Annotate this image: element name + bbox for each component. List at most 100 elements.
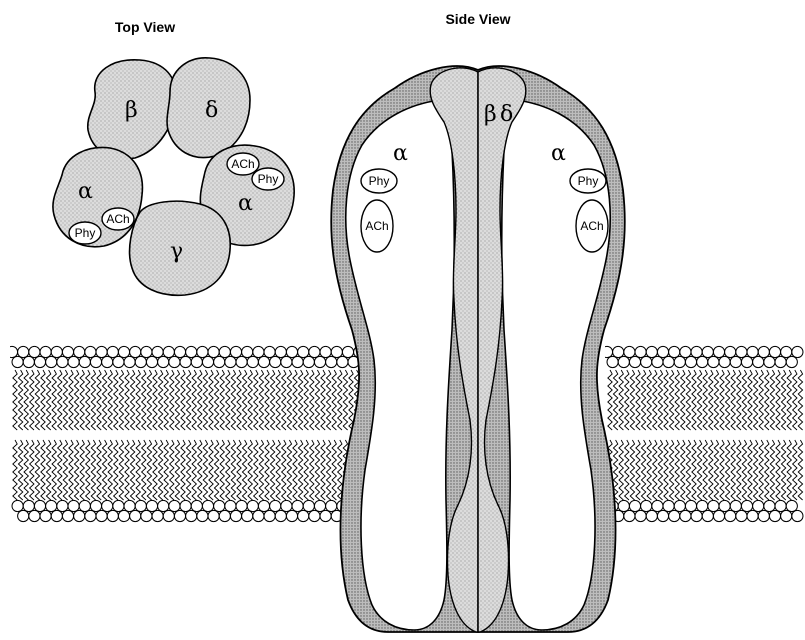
lipid-head: [275, 346, 286, 357]
lipid-tail: [220, 440, 224, 500]
lipid-tail: [254, 440, 258, 500]
lipid-head: [29, 510, 40, 521]
lipid-head: [719, 500, 730, 511]
lipid-tail: [287, 440, 291, 500]
top-view-title: Top View: [115, 19, 175, 35]
lipid-tail: [91, 440, 95, 500]
top-phy-left-label: Phy: [75, 226, 96, 240]
lipid-head: [713, 346, 724, 357]
lipid-tail: [13, 440, 17, 500]
side-view-title: Side View: [445, 11, 510, 27]
lipid-tail: [287, 370, 291, 430]
lipid-head: [191, 356, 202, 367]
lipid-tail: [130, 440, 134, 500]
lipid-tail: [30, 370, 34, 430]
lipid-tail: [703, 370, 707, 430]
lipid-head: [258, 356, 269, 367]
lipid-head: [68, 356, 79, 367]
top-phy-right-label: Phy: [258, 172, 279, 186]
lipid-tail: [198, 370, 202, 430]
lipid-tail: [332, 370, 336, 430]
lipid-head: [242, 510, 253, 521]
lipid-head: [258, 500, 269, 511]
lipid-tail: [142, 440, 146, 500]
lipid-tail: [720, 370, 724, 430]
lipid-tail: [97, 440, 101, 500]
lipid-head: [792, 510, 803, 521]
lipid-tail: [658, 440, 662, 500]
lipid-tail: [80, 370, 84, 430]
lipid-tail: [74, 370, 78, 430]
lipid-head: [197, 510, 208, 521]
lipid-tail: [349, 370, 353, 430]
lipid-tail: [310, 440, 314, 500]
lipid-head: [629, 356, 640, 367]
lipid-head: [657, 510, 668, 521]
lipid-tail: [731, 440, 735, 500]
lipid-tail: [114, 440, 118, 500]
side-alpha-right-label: α: [551, 141, 566, 166]
lipid-head: [298, 346, 309, 357]
lipid-tail: [703, 440, 707, 500]
lipid-tail: [759, 370, 763, 430]
lipid-tail: [714, 440, 718, 500]
lipid-head: [264, 510, 275, 521]
lipid-tail: [765, 370, 769, 430]
lipid-tail: [203, 370, 207, 430]
lipid-head: [342, 346, 353, 357]
lipid-tail: [332, 440, 336, 500]
lipid-head: [708, 356, 719, 367]
lipid-tail: [753, 440, 757, 500]
lipid-head: [174, 510, 185, 521]
lipid-tail: [293, 370, 297, 430]
lipid-head: [764, 356, 775, 367]
lipid-tail: [658, 370, 662, 430]
lipid-tail: [209, 440, 213, 500]
lipid-head: [758, 346, 769, 357]
lipid-tail: [781, 440, 785, 500]
lipid-head: [270, 356, 281, 367]
lipid-tail: [41, 440, 45, 500]
lipid-tail: [338, 440, 342, 500]
lipid-tail: [742, 370, 746, 430]
top-alpha-right-label: α: [238, 191, 253, 216]
lipid-head: [197, 346, 208, 357]
lipid-head: [141, 510, 152, 521]
lipid-head: [624, 346, 635, 357]
lipid-head: [118, 510, 129, 521]
lipid-tail: [214, 440, 218, 500]
lipid-head: [169, 500, 180, 511]
lipid-tail: [46, 440, 50, 500]
lipid-tail: [170, 440, 174, 500]
side-ach-right-label: ACh: [580, 219, 603, 233]
lipid-tail: [781, 370, 785, 430]
lipid-tail: [770, 440, 774, 500]
top-gamma-label: γ: [170, 239, 183, 264]
lipid-head: [657, 346, 668, 357]
lipid-head: [40, 346, 51, 357]
lipid-tail: [265, 440, 269, 500]
lipid-head: [264, 346, 275, 357]
lipid-head: [697, 500, 708, 511]
lipid-head: [652, 500, 663, 511]
lipid-tail: [175, 370, 179, 430]
lipid-head: [236, 356, 247, 367]
lipid-tail: [259, 370, 263, 430]
lipid-head: [202, 500, 213, 511]
top-alpha-left-label: α: [78, 179, 93, 204]
lipid-head: [663, 356, 674, 367]
top-view-pentamer: β δ α α γ ACh Phy ACh Phy: [53, 58, 294, 295]
lipid-tail: [343, 370, 347, 430]
lipid-tail: [237, 370, 241, 430]
lipid-tail: [647, 440, 651, 500]
lipid-head: [163, 346, 174, 357]
lipid-tail: [619, 370, 623, 430]
lipid-tail: [681, 440, 685, 500]
lipid-tail: [776, 440, 780, 500]
lipid-head: [275, 510, 286, 521]
lipid-tail: [220, 370, 224, 430]
lipid-head: [635, 510, 646, 521]
lipid-head: [130, 346, 141, 357]
lipid-head: [719, 356, 730, 367]
lipid-head: [152, 510, 163, 521]
